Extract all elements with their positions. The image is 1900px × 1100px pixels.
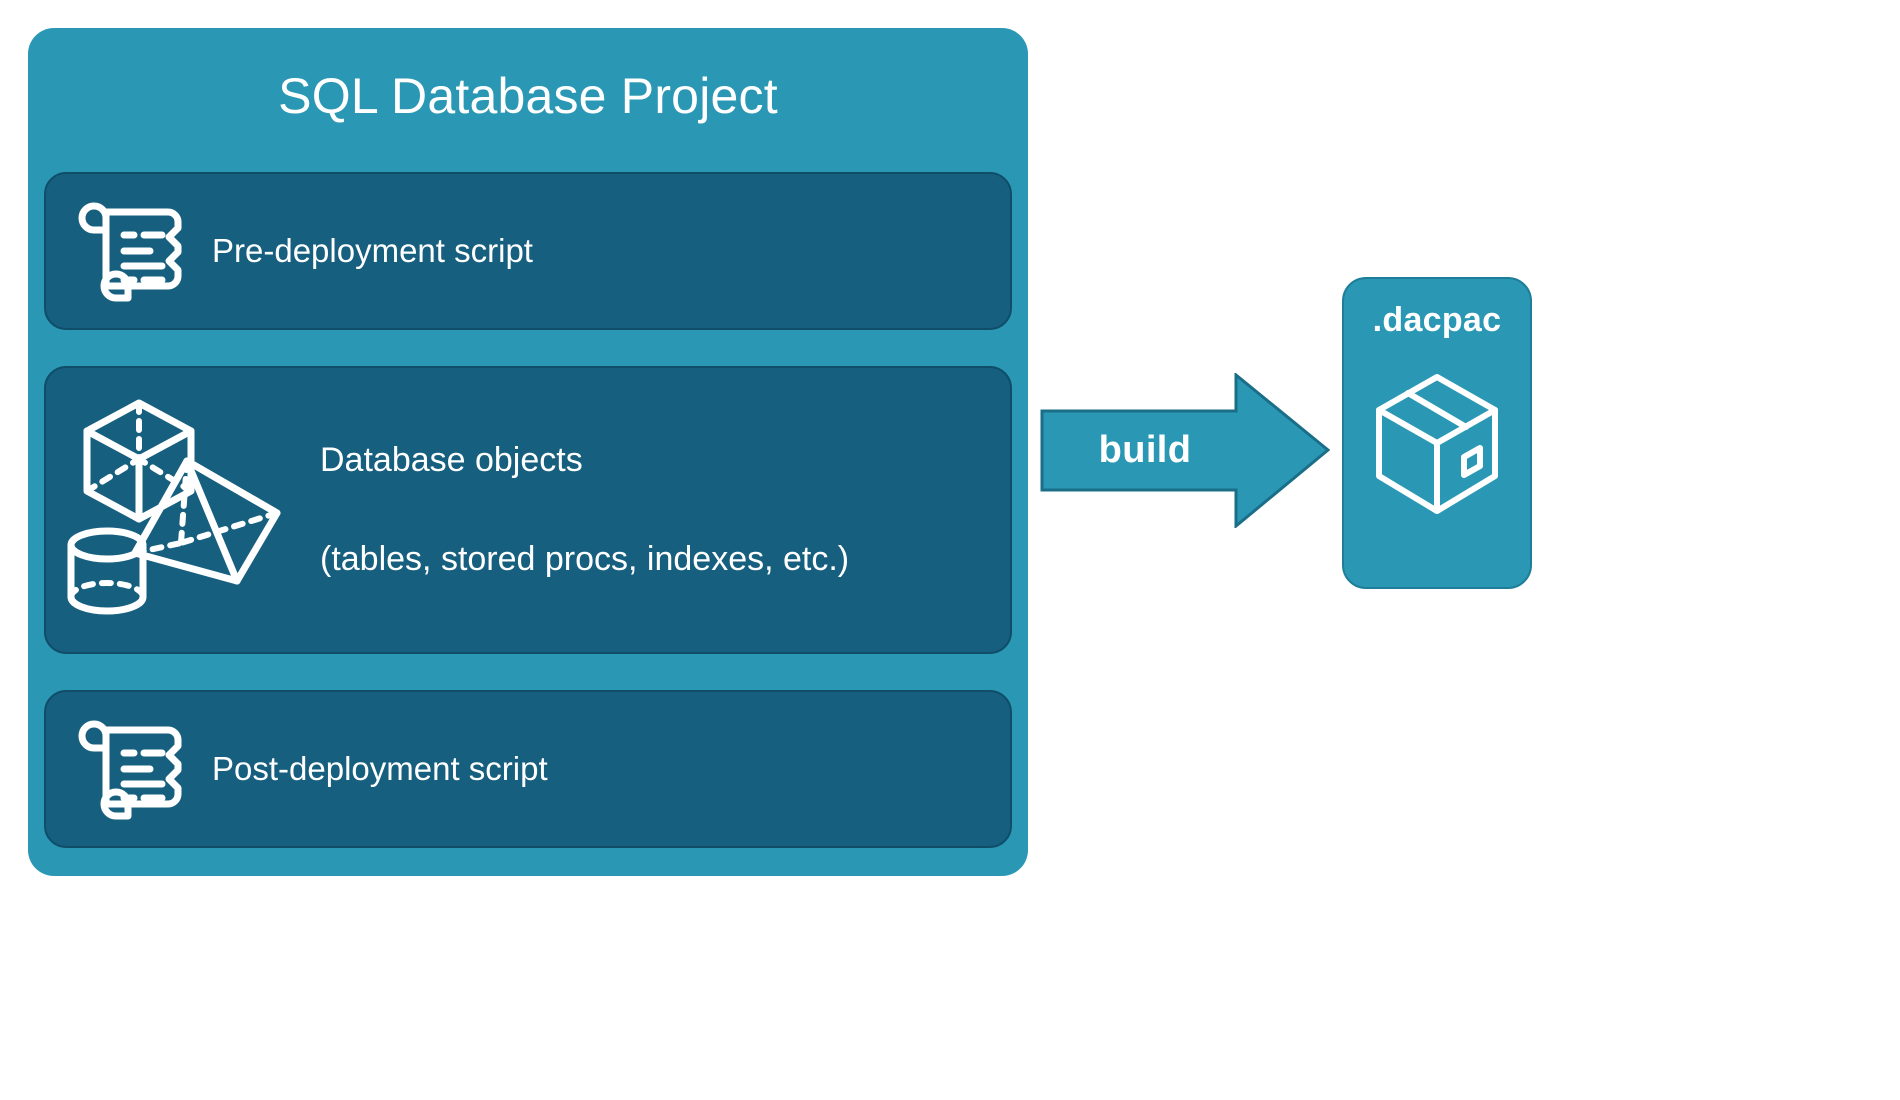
- row-post-deployment-script[interactable]: Post-deployment script: [44, 690, 1012, 848]
- database-objects-icon-group: [50, 385, 320, 635]
- row-label-post-deployment: Post-deployment script: [212, 750, 548, 788]
- cylinder-icon: [67, 527, 147, 615]
- page-title: SQL Database Project: [278, 68, 778, 124]
- build-arrow: build: [1040, 371, 1331, 530]
- row-database-objects[interactable]: Database objects (tables, stored procs, …: [44, 366, 1012, 654]
- row-label-database-objects-line1: Database objects: [320, 441, 583, 480]
- sql-database-project-card: SQL Database Project: [28, 28, 1028, 876]
- row-pre-deployment-script[interactable]: Pre-deployment script: [44, 172, 1012, 330]
- pyramid-icon: [131, 457, 281, 585]
- scroll-icon: [52, 194, 212, 309]
- package-box-icon: [1370, 371, 1504, 526]
- dacpac-card[interactable]: .dacpac: [1342, 277, 1532, 589]
- row-label-database-objects-line2: (tables, stored procs, indexes, etc.): [320, 539, 850, 578]
- build-arrow-label: build: [1098, 429, 1192, 471]
- row-label-database-objects: Database objects (tables, stored procs, …: [320, 387, 849, 633]
- dacpac-title: .dacpac: [1372, 301, 1502, 339]
- arrow-right-icon: [1040, 371, 1331, 530]
- cube-icon: [83, 399, 195, 523]
- row-label-pre-deployment: Pre-deployment script: [212, 232, 533, 270]
- scroll-icon: [52, 712, 212, 827]
